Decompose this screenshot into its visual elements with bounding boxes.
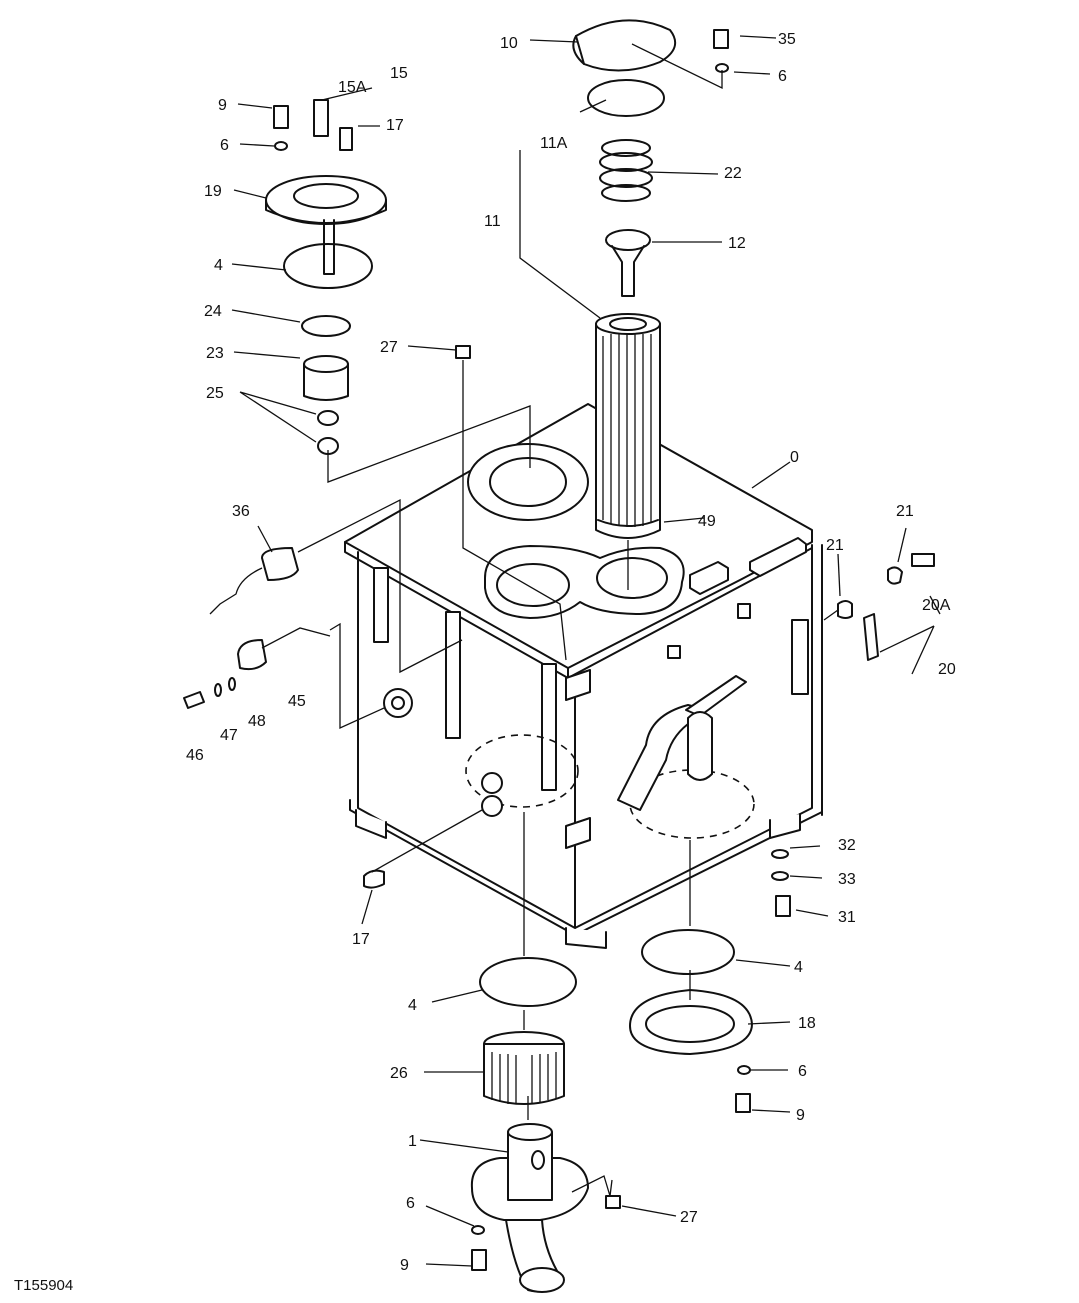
label-21-left: 21 <box>826 537 844 554</box>
label-12: 12 <box>728 235 746 252</box>
label-1: 1 <box>408 1133 417 1150</box>
label-23: 23 <box>206 345 224 362</box>
label-10: 10 <box>500 35 518 52</box>
label-9-right: 9 <box>796 1107 805 1124</box>
label-47: 47 <box>220 727 238 744</box>
label-17-top: 17 <box>386 117 404 134</box>
label-0: 0 <box>790 449 799 466</box>
label-6-top: 6 <box>778 68 787 85</box>
label-33: 33 <box>838 871 856 888</box>
label-21-right: 21 <box>896 503 914 520</box>
label-6-bottom: 6 <box>406 1195 415 1212</box>
small-hardware <box>183 29 935 1271</box>
label-22: 22 <box>724 165 742 182</box>
breather-assembly <box>265 99 387 455</box>
label-20: 20 <box>938 661 956 678</box>
label-32: 32 <box>838 837 856 854</box>
label-20a: 20A <box>922 597 951 614</box>
label-11: 11 <box>484 213 501 230</box>
label-27-bottom: 27 <box>680 1209 698 1226</box>
label-4-right: 4 <box>794 959 803 976</box>
suction-strainer-assembly <box>470 929 753 1293</box>
label-48: 48 <box>248 713 266 730</box>
label-9-top: 9 <box>218 97 227 114</box>
leader-lines <box>231 35 941 1267</box>
label-6-right: 6 <box>798 1063 807 1080</box>
label-26: 26 <box>390 1065 408 1082</box>
label-24: 24 <box>204 303 222 320</box>
hydraulic-tank-body <box>344 403 823 949</box>
label-4-bottom: 4 <box>408 997 417 1014</box>
label-6-left: 6 <box>220 137 229 154</box>
label-15: 15 <box>390 65 408 82</box>
label-25: 25 <box>206 385 224 402</box>
label-15a: 15A <box>338 79 367 96</box>
filter-cover-and-spring <box>572 19 677 297</box>
label-46: 46 <box>186 747 204 764</box>
label-49: 49 <box>698 513 716 530</box>
label-4-top: 4 <box>214 257 223 274</box>
callout-labels: 10 35 6 11A 22 11 12 15A 15 9 17 6 19 4 … <box>186 31 956 1274</box>
label-45: 45 <box>288 693 306 710</box>
label-17-bottom: 17 <box>352 931 370 948</box>
return-filter-element <box>595 313 661 539</box>
label-35: 35 <box>778 31 796 48</box>
label-11a: 11A <box>540 135 568 152</box>
label-27-top: 27 <box>380 339 398 356</box>
label-19: 19 <box>204 183 222 200</box>
label-31: 31 <box>838 909 856 926</box>
label-9-bottom: 9 <box>400 1257 409 1274</box>
label-18: 18 <box>798 1015 816 1032</box>
label-36: 36 <box>232 503 250 520</box>
figure-id: T155904 <box>14 1277 73 1294</box>
